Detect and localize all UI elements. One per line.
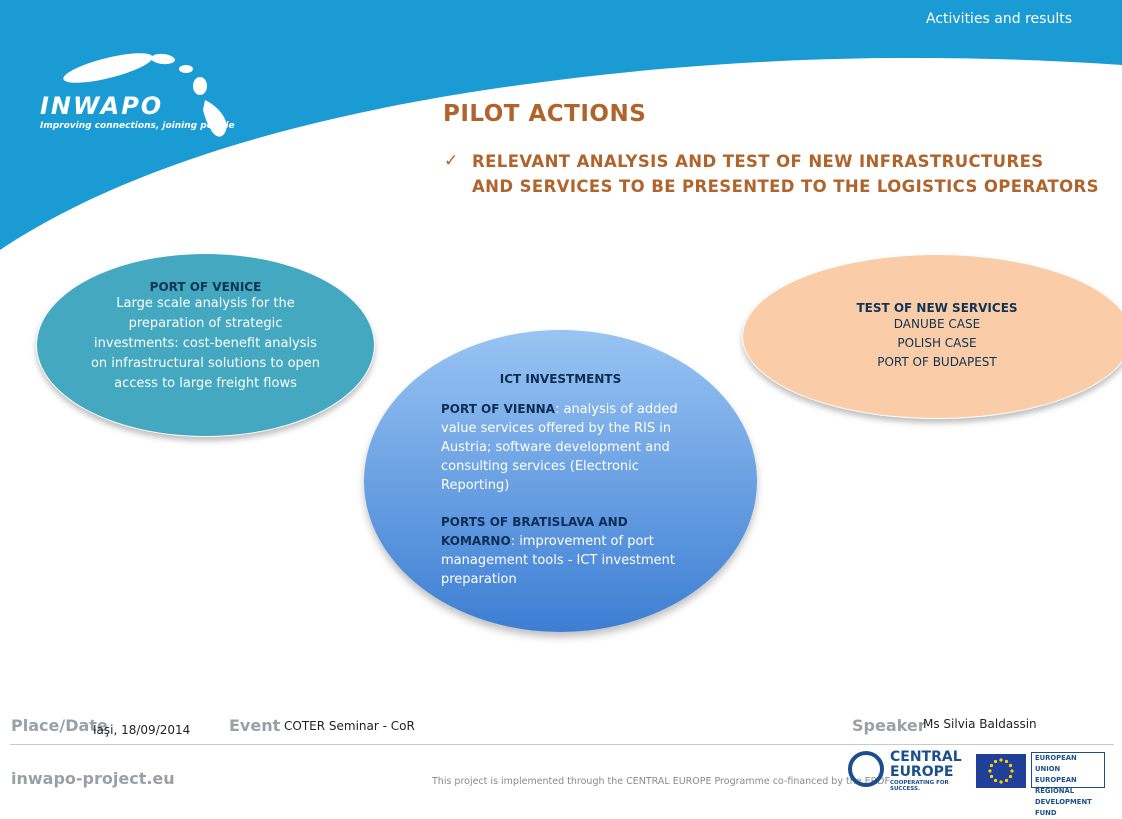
ce-logo-line-2: EUROPE (890, 764, 954, 780)
services-item: POLISH CASE (897, 336, 977, 350)
section-label: Activities and results (925, 11, 1072, 27)
subtitle-line-1: RELEVANT ANALYSIS AND TEST OF NEW INFRAS… (472, 152, 1044, 171)
checkmark-icon: ✓ (444, 151, 459, 171)
inwapo-logo-tagline: Improving connections, joining people (40, 121, 235, 131)
test-of-new-services-ellipse: TEST OF NEW SERVICES DANUBE CASE POLISH … (742, 254, 1122, 419)
speaker-value: Ms Silvia Baldassin (923, 717, 1037, 731)
place-date-label: Place/Date (11, 716, 108, 735)
place-date-value: Iaşi, 18/09/2014 (93, 723, 191, 737)
venice-title: PORT OF VENICE (149, 280, 262, 294)
ce-logo-line-1: CENTRAL (890, 749, 962, 765)
logo-swoosh-icon (63, 53, 227, 137)
eu-erdf-logo: EUROPEAN UNION EUROPEAN REGIONAL DEVELOP… (1031, 752, 1105, 817)
slide-subtitle: ✓ RELEVANT ANALYSIS AND TEST OF NEW INFR… (444, 149, 1099, 199)
services-title: TEST OF NEW SERVICES (856, 301, 1018, 315)
eu-line-2: EUROPEAN REGIONAL (1035, 776, 1077, 795)
header-wave-background (0, 0, 1122, 250)
eu-line-3: DEVELOPMENT FUND (1035, 798, 1092, 817)
services-item: PORT OF BUDAPEST (877, 355, 997, 369)
services-item: DANUBE CASE (893, 317, 981, 331)
bratislava-paragraph: PORTS OF BRATISLAVA AND KOMARNO: improve… (441, 513, 683, 589)
eu-line-1: EUROPEAN UNION (1035, 754, 1077, 773)
event-label: Event (229, 716, 281, 735)
speaker-label: Speaker (852, 716, 926, 735)
ict-title: ICT INVESTMENTS (499, 372, 622, 386)
port-of-venice-ellipse: PORT OF VENICE Large scale analysis for … (36, 253, 375, 437)
bratislava-lead: PORTS OF BRATISLAVA AND KOMARNO (441, 515, 628, 548)
programme-note: This project is implemented through the … (432, 776, 890, 787)
ict-investments-ellipse: ICT INVESTMENTS PORT OF VIENNA: analysis… (364, 330, 757, 632)
inwapo-logo-wordmark: INWAPO (40, 92, 164, 120)
subtitle-line-2: AND SERVICES TO BE PRESENTED TO THE LOGI… (472, 177, 1099, 196)
vienna-paragraph: PORT OF VIENNA: analysis of added value … (441, 400, 683, 495)
eu-flag-icon (976, 754, 1026, 788)
ce-logo-tagline: COOPERATING FOR SUCCESS. (890, 780, 949, 792)
vienna-text: : analysis of added value services offer… (441, 402, 678, 493)
slide-title: PILOT ACTIONS (443, 101, 647, 127)
vienna-lead: PORT OF VIENNA (441, 402, 555, 416)
website-link[interactable]: inwapo-project.eu (11, 769, 175, 788)
venice-description: Large scale analysis for the preparation… (90, 296, 321, 391)
event-value: COTER Seminar - CoR (284, 719, 415, 733)
central-europe-ring-icon (848, 751, 884, 787)
footer-divider (10, 744, 1114, 745)
bratislava-text: : improvement of port management tools -… (441, 534, 675, 587)
central-europe-logo: CENTRAL EUROPE COOPERATING FOR SUCCESS. (848, 749, 966, 792)
